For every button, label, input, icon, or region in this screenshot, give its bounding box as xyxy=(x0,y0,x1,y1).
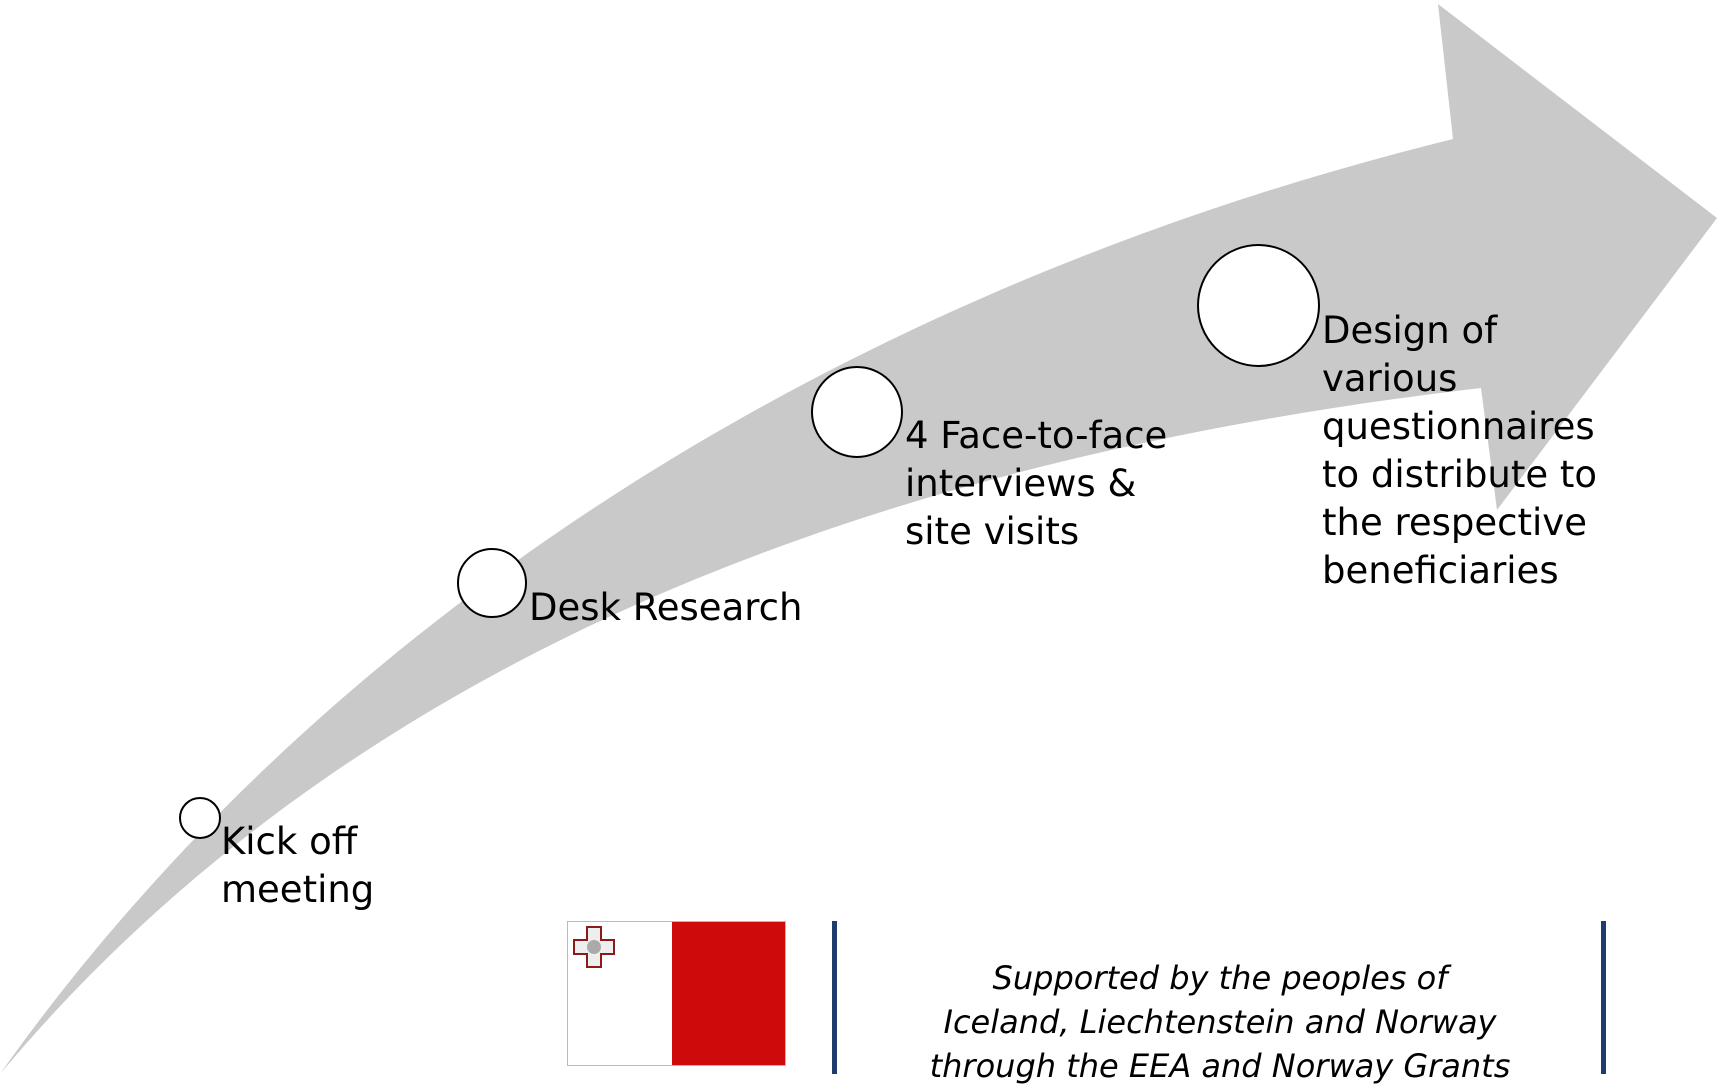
step-label-kickoff: Kick off meeting xyxy=(221,820,375,911)
step-label-desk-research: Desk Research xyxy=(529,586,803,629)
step-label-questionnaires: Design of various questionnaires to dist… xyxy=(1322,309,1598,592)
support-statement: Supported by the peoples of Iceland, Lie… xyxy=(929,959,1511,1085)
footer-divider-left xyxy=(832,921,837,1074)
step-marker xyxy=(457,548,527,618)
step-marker xyxy=(1197,244,1320,367)
malta-flag-icon xyxy=(567,921,786,1066)
george-cross-icon xyxy=(573,926,615,968)
step-marker xyxy=(811,366,903,458)
step-marker xyxy=(179,797,221,839)
footer-divider-right xyxy=(1601,921,1606,1074)
step-label-interviews: 4 Face-to-face interviews & site visits xyxy=(905,414,1168,553)
